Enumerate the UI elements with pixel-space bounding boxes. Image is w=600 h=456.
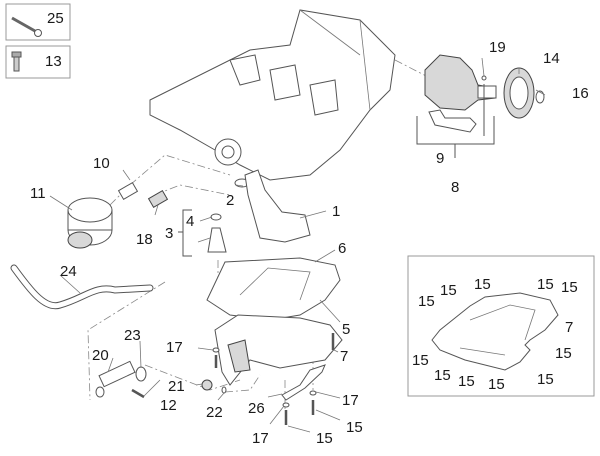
short-bolt-icon	[11, 51, 22, 72]
bracket-3	[178, 209, 192, 257]
leader-lines	[49, 57, 546, 433]
callout-4: 4	[186, 213, 194, 230]
oil-pickup-strainer	[244, 169, 311, 243]
inset-label-15: 15	[434, 367, 451, 384]
o-ring-23	[135, 366, 147, 382]
inset-label-7: 7	[565, 319, 573, 336]
callout-15-right: 15	[346, 419, 363, 436]
callout-8: 8	[451, 179, 459, 196]
circlip	[535, 90, 545, 104]
oil-pump	[424, 54, 497, 111]
callout-21: 21	[168, 378, 185, 395]
oil-pressure-switch	[147, 189, 169, 209]
crankcase	[149, 9, 396, 181]
bolt-17-left	[212, 347, 220, 368]
legend-box-25: 25	[5, 3, 71, 41]
drain-plug	[201, 379, 213, 391]
callout-10: 10	[93, 155, 110, 172]
callout-17-left: 17	[166, 339, 183, 356]
callout-16: 16	[572, 85, 589, 102]
oil-sump	[214, 314, 343, 386]
callout-3: 3	[165, 225, 173, 242]
callout-1: 1	[332, 203, 340, 220]
callout-12: 12	[160, 397, 177, 414]
callout-2: 2	[226, 192, 234, 209]
inset-label-15: 15	[412, 352, 429, 369]
callout-24: 24	[60, 263, 77, 280]
inset-label-15: 15	[418, 293, 435, 310]
inset-label-15: 15	[474, 276, 491, 293]
callout-5: 5	[342, 321, 350, 338]
bolt-15-left	[282, 402, 290, 425]
inset-label-15: 15	[537, 276, 554, 293]
callout-17-right: 17	[342, 392, 359, 409]
callout-17-bottom: 17	[252, 430, 269, 447]
legend-label-25: 25	[47, 10, 64, 27]
callout-7: 7	[340, 348, 348, 365]
callout-18: 18	[136, 231, 153, 248]
inset-label-15: 15	[537, 371, 554, 388]
sump-gasket	[206, 257, 341, 321]
inset-label-15: 15	[561, 279, 578, 296]
callout-20: 20	[92, 347, 109, 364]
pin-19	[481, 75, 487, 81]
sensor-fitting	[95, 360, 136, 398]
inset-label-15: 15	[555, 345, 572, 362]
inset-label-15: 15	[488, 376, 505, 393]
inset-label-15: 15	[440, 282, 457, 299]
callout-23: 23	[124, 327, 141, 344]
bracket-26	[281, 364, 326, 401]
oil-filter	[67, 197, 113, 249]
callout-15-left: 15	[316, 430, 333, 447]
callout-14: 14	[543, 50, 560, 67]
legend-box-13: 13	[5, 45, 71, 79]
callout-labels: 1 2 3 4 5 6 7 8 9 10 11 12 14 15 15 16 1…	[30, 39, 589, 447]
oil-pressure-sensor	[207, 227, 227, 253]
callout-9: 9	[436, 150, 444, 167]
drain-washer	[221, 386, 227, 394]
breather-hose	[10, 264, 154, 310]
legend-label-13: 13	[45, 53, 62, 70]
inset-label-15: 15	[458, 373, 475, 390]
callout-11: 11	[30, 185, 46, 202]
callout-19: 19	[489, 39, 506, 56]
callout-26: 26	[248, 400, 265, 417]
bolt-15-right	[309, 390, 317, 415]
washer-4	[210, 213, 222, 221]
pump-gear	[503, 67, 535, 119]
screw-12	[131, 388, 145, 399]
bracket-8	[416, 116, 495, 158]
pump-gasket	[428, 109, 477, 133]
long-bolt-icon	[11, 16, 42, 37]
inset-labels: 15 15 15 15 15 7 15 15 15 15 15 15	[412, 276, 578, 393]
callout-6: 6	[338, 240, 346, 257]
callout-22: 22	[206, 404, 223, 421]
filter-union	[117, 181, 139, 201]
inset-detail: 15 15 15 15 15 7 15 15 15 15 15 15	[407, 255, 595, 397]
